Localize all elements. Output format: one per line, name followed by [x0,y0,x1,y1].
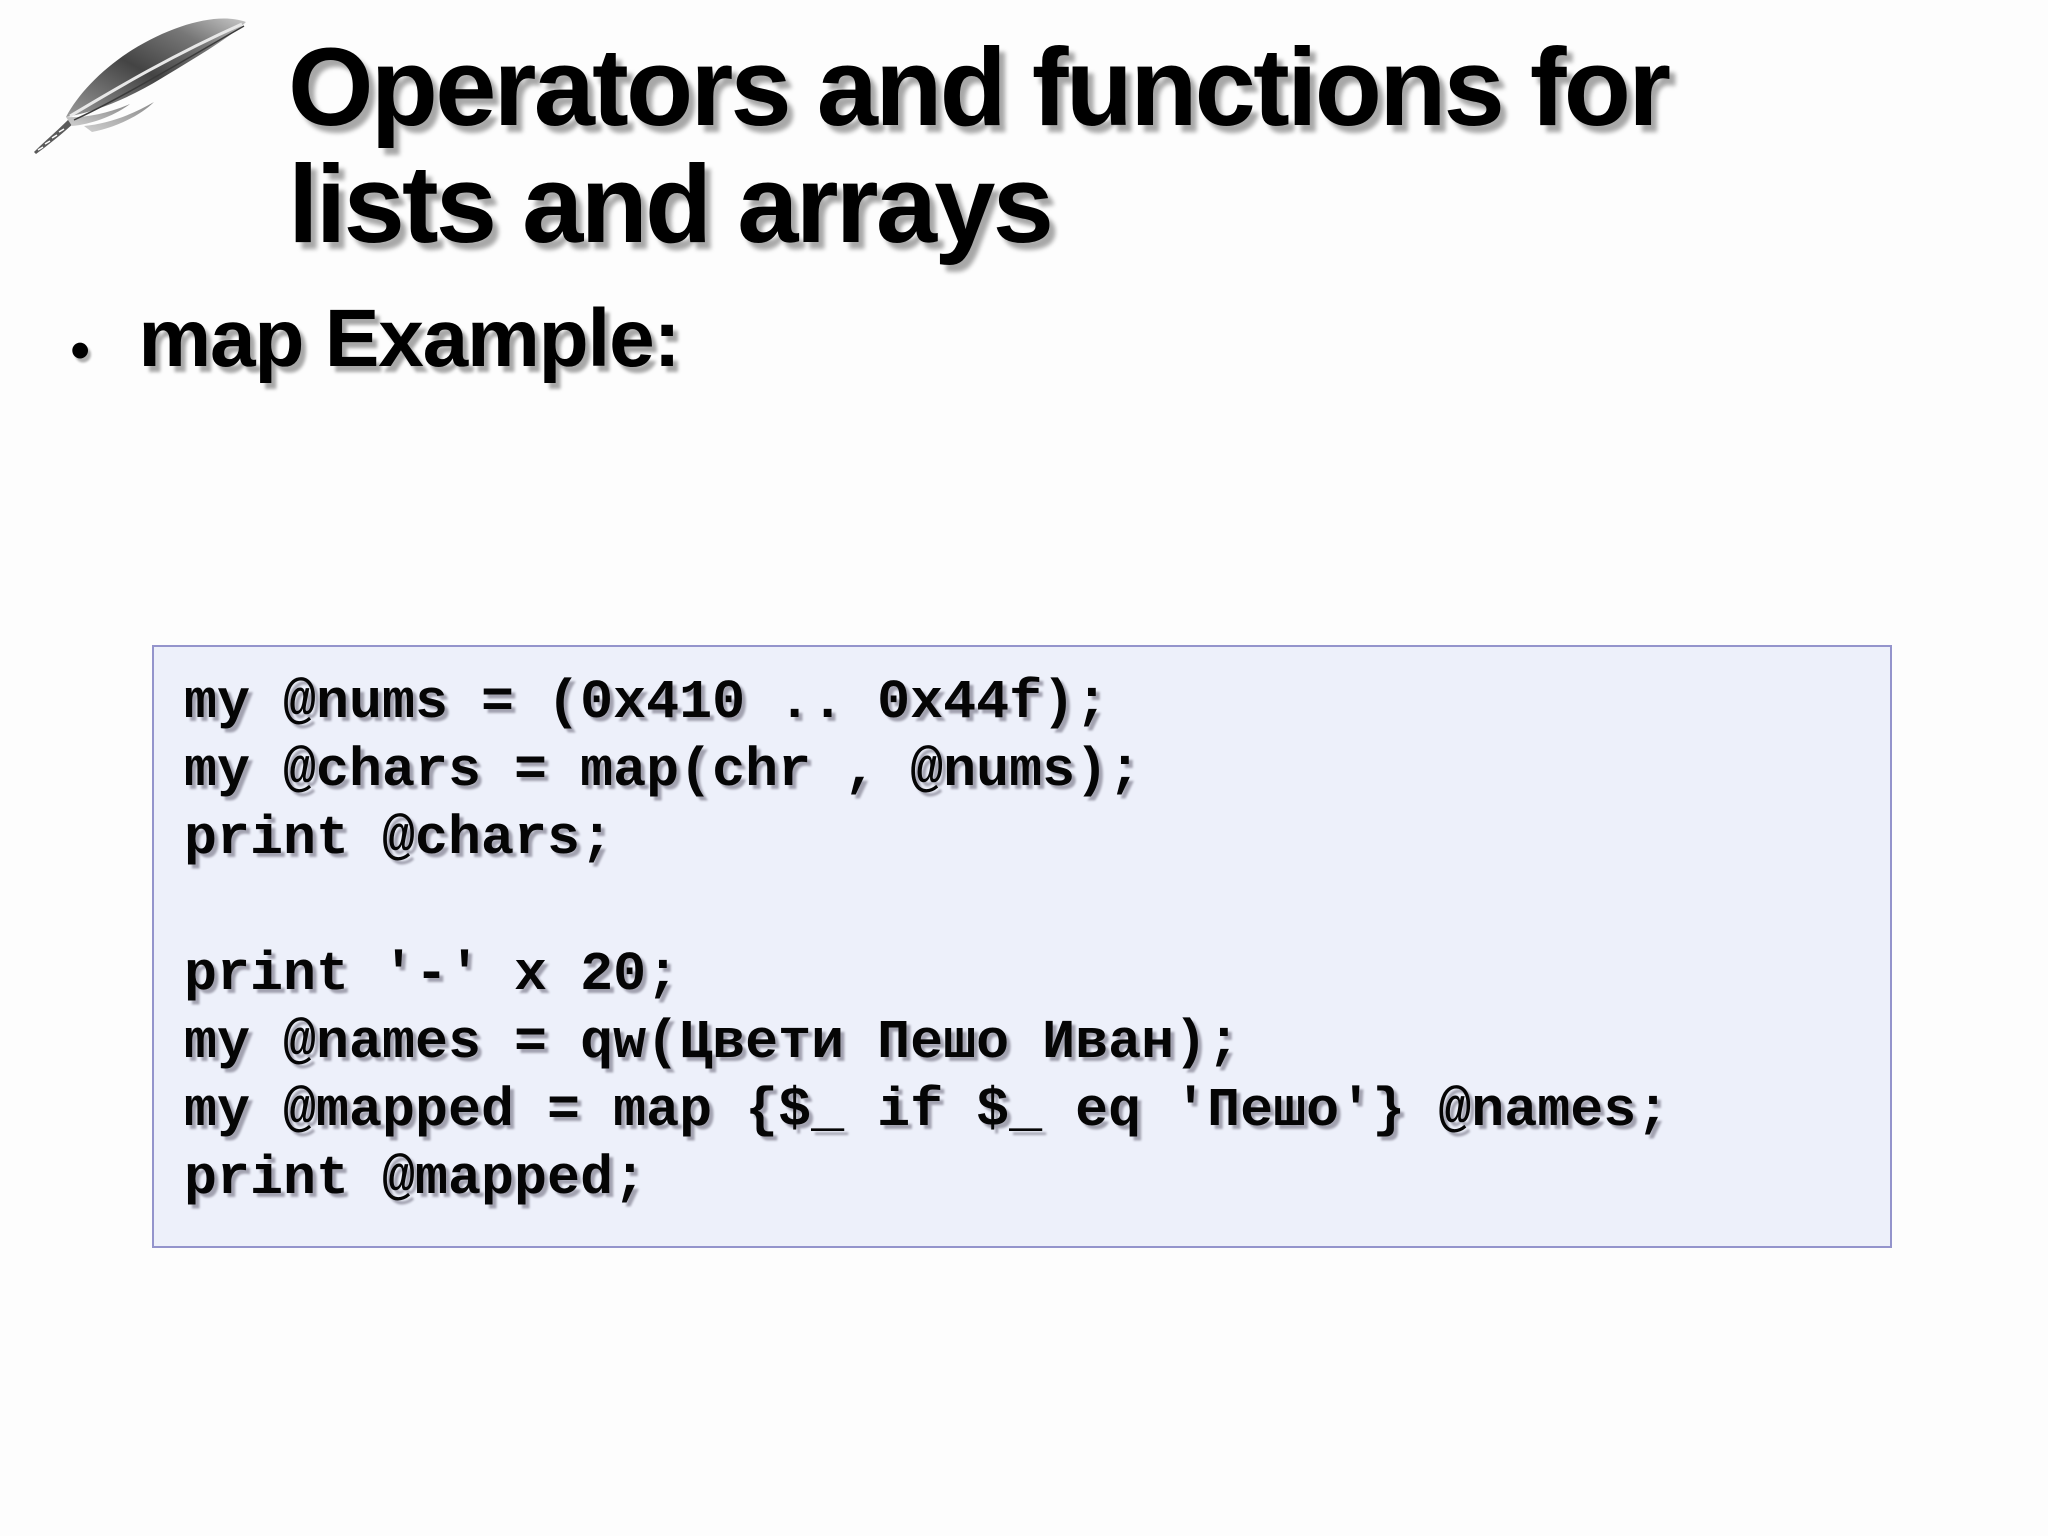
bullet-item: • map Example: [70,293,681,384]
bullet-marker: • [70,318,91,383]
title-line-2: lists and arrays [288,142,1054,266]
bullet-label: map Example: [138,293,680,384]
feather-icon [14,4,254,164]
page-title: Operators and functions for lists and ar… [288,26,1671,266]
code-text: my @nums = (0x410 .. 0x44f); my @chars =… [184,671,1670,1210]
code-box: my @nums = (0x410 .. 0x44f); my @chars =… [152,645,1892,1248]
title-line-1: Operators and functions for [288,26,1671,149]
